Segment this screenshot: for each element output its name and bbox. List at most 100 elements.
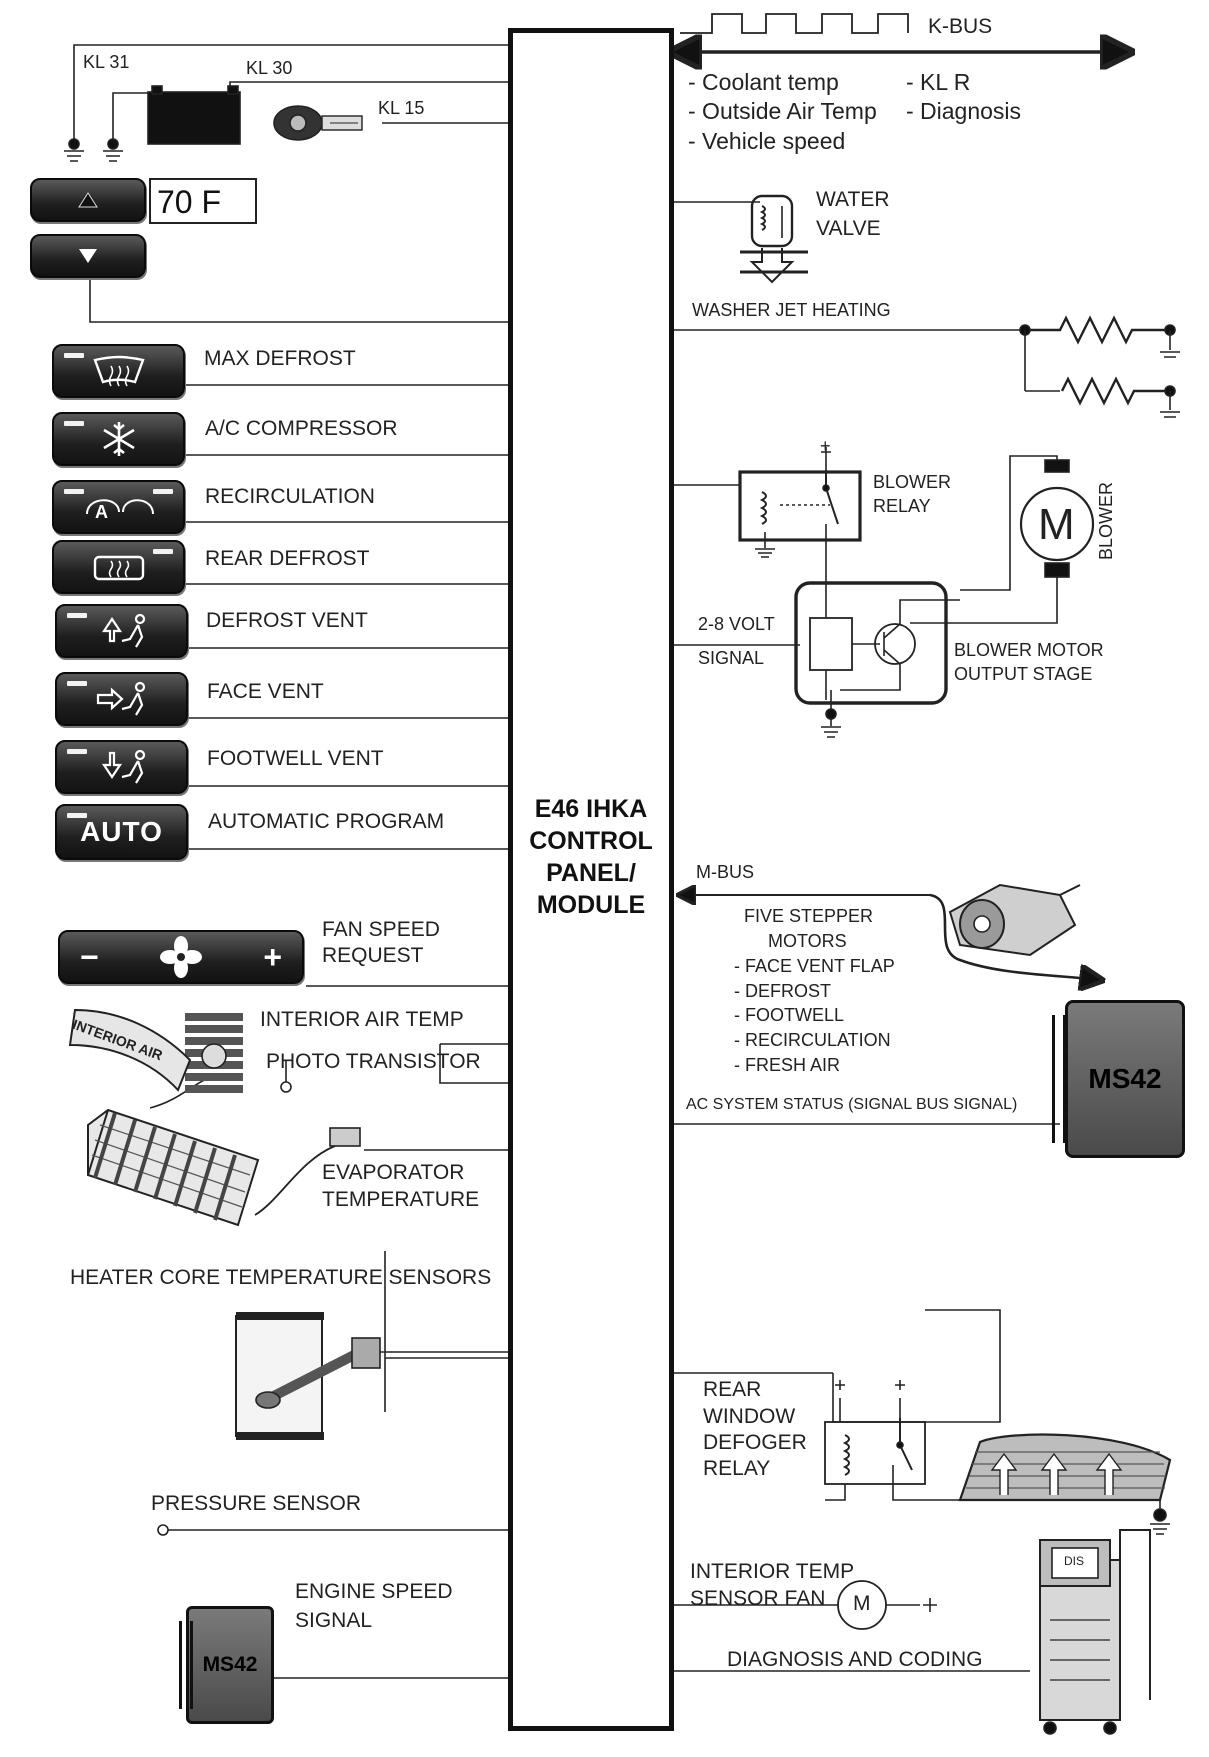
max-defrost-button[interactable] (52, 344, 185, 398)
kbus-signal: - Vehicle speed (688, 128, 846, 154)
indicator-led (153, 489, 173, 494)
ac-status-label: AC SYSTEM STATUS (SIGNAL BUS SIGNAL) (686, 1096, 1018, 1113)
defrost-vent-label: DEFROST VENT (206, 609, 368, 632)
evaporator-label-line1: EVAPORATOR (322, 1161, 465, 1184)
ground-icon (64, 138, 84, 162)
blower-relay-label-line1: BLOWER (873, 472, 952, 492)
auto-button-text: AUTO (80, 816, 163, 847)
max-defrost-label: MAX DEFROST (204, 347, 356, 370)
output-stage-label-line2: OUTPUT STAGE (954, 664, 1093, 684)
indicator-led (64, 353, 84, 358)
photo-transistor-label: PHOTO TRANSISTOR (266, 1050, 481, 1073)
ac-compressor-label: A/C COMPRESSOR (205, 417, 398, 440)
water-valve-icon (740, 194, 808, 284)
stepper-motor-icon (948, 883, 1081, 957)
water-valve-label-line1: WATER (816, 188, 890, 211)
interior-fan-label-line1: INTERIOR TEMP (690, 1560, 855, 1583)
footwell-vent-button[interactable] (55, 740, 188, 794)
interior-fan-motor-symbol: M (853, 1592, 871, 1615)
defogger-label-line: WINDOW (703, 1405, 796, 1428)
volt-signal-label-line1: 2-8 VOLT (698, 614, 775, 634)
temp-down-button[interactable] (30, 234, 146, 278)
blower-motor-symbol: M (1038, 500, 1075, 549)
stepper-item: - DEFROST (734, 981, 831, 1001)
footwell-vent-label: FOOTWELL VENT (207, 747, 384, 770)
washer-heater-icon (1019, 315, 1180, 418)
face-vent-label: FACE VENT (207, 680, 324, 703)
blower-motor-icon (910, 455, 1095, 624)
recirculation-button[interactable]: A (52, 480, 185, 534)
indicator-led (67, 681, 87, 686)
kl15-label: KL 15 (378, 98, 425, 118)
fan-speed-control[interactable]: − + (58, 930, 304, 984)
fan-plus-button[interactable]: + (263, 938, 282, 975)
rear-defrost-button[interactable] (52, 540, 185, 594)
recirculation-icon: A (85, 499, 154, 522)
indicator-led (64, 489, 84, 494)
ms42-big-label: MS42 (1088, 1063, 1162, 1094)
ms42-module: MS42 (1052, 1000, 1185, 1158)
kbus-signal: - KL R (906, 69, 971, 95)
temp-up-button[interactable] (30, 178, 146, 222)
defogger-label-line: REAR (703, 1378, 762, 1401)
dis-screen-label: DIS (1064, 1554, 1085, 1568)
ms42-small-label: MS42 (202, 1653, 258, 1676)
stepper-item: - FRESH AIR (734, 1055, 841, 1075)
stepper-item: - FOOTWELL (734, 1005, 845, 1025)
mbus-label: M-BUS (696, 862, 754, 882)
kbus-label: K-BUS (928, 15, 993, 38)
kbus-signal: - Diagnosis (906, 98, 1022, 124)
ms42-engine-module: MS42 (179, 1606, 274, 1724)
svg-text:A: A (95, 502, 108, 522)
windshield-defrost-icon (92, 355, 145, 387)
interior-sensor-fan-motor-icon (837, 1580, 887, 1630)
stepper-item: - RECIRCULATION (734, 1030, 891, 1050)
indicator-led (64, 421, 84, 426)
kbus-signal: - Coolant temp (688, 69, 839, 95)
heat-fins (179, 1621, 193, 1709)
engine-speed-label-line2: SIGNAL (295, 1609, 373, 1632)
ignition-key-icon (273, 105, 363, 141)
volt-signal-label-line2: SIGNAL (698, 648, 765, 668)
face-vent-button[interactable] (55, 672, 188, 726)
heater-core-label: HEATER CORE TEMPERATURE SENSORS (70, 1266, 492, 1289)
defogger-label-line: RELAY (703, 1457, 771, 1480)
rear-defrost-label: REAR DEFROST (205, 547, 370, 570)
battery-icon (147, 85, 241, 145)
fan-speed-label-line2: REQUEST (322, 944, 424, 967)
recirculation-label: RECIRCULATION (205, 485, 375, 508)
interior-air-sensor-icon (68, 1008, 243, 1093)
blower-relay-label-line2: RELAY (873, 496, 931, 516)
automatic-program-label: AUTOMATIC PROGRAM (208, 810, 445, 833)
footwell-vent-person-icon (101, 749, 145, 784)
rear-window-icon (958, 1433, 1172, 1535)
interior-air-temp-label: INTERIOR AIR TEMP (260, 1008, 464, 1031)
rear-window-defrost-icon (93, 555, 144, 581)
washer-jet-label: WASHER JET HEATING (692, 300, 891, 320)
auto-button[interactable]: AUTO (55, 804, 188, 860)
defrost-vent-person-icon (101, 613, 145, 648)
kl30-label: KL 30 (246, 58, 293, 78)
temperature-display: 70 F (149, 178, 257, 224)
snowflake-icon (102, 422, 135, 456)
defogger-label-line: DEFOGER (703, 1431, 807, 1454)
diagnostic-tester-icon (1039, 1529, 1151, 1735)
defrost-vent-button[interactable] (55, 604, 188, 658)
heater-core-icon (235, 1312, 508, 1440)
face-vent-person-icon (96, 681, 145, 716)
stepper-label-line1: FIVE STEPPER (744, 906, 874, 926)
indicator-led (67, 813, 87, 818)
triangle-down-icon (79, 249, 97, 263)
engine-speed-label-line1: ENGINE SPEED (295, 1580, 453, 1603)
water-valve-label-line2: VALVE (816, 217, 881, 240)
fan-speed-label-line1: FAN SPEED (322, 918, 440, 941)
defogger-relay-icon (824, 1309, 1001, 1501)
fan-minus-button[interactable]: − (80, 938, 99, 975)
module-title: E46 IHKA CONTROL PANEL/ MODULE (529, 795, 653, 919)
indicator-led (67, 613, 87, 618)
kbus-signal: - Outside Air Temp (688, 98, 877, 124)
stepper-item: - FACE VENT FLAP (734, 956, 895, 976)
triangle-up-icon (78, 192, 98, 208)
ac-compressor-button[interactable] (52, 412, 185, 466)
